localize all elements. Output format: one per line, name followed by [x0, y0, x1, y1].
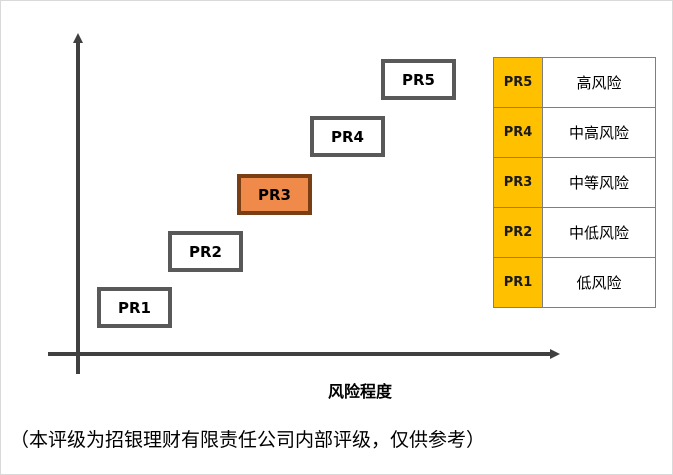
legend-code: PR3: [493, 157, 543, 208]
level-box-pr2: PR2: [168, 231, 243, 272]
legend-row: PR1 低风险: [493, 257, 656, 308]
legend-code: PR2: [493, 207, 543, 258]
risk-legend-table: PR5 高风险 PR4 中高风险 PR3 中等风险 PR2 中低风险 PR1 低…: [493, 57, 656, 308]
legend-risk: 中低风险: [542, 207, 656, 258]
legend-risk: 中等风险: [542, 157, 656, 208]
legend-risk: 高风险: [542, 57, 656, 108]
level-box-label: PR5: [402, 70, 435, 89]
level-box-label: PR1: [118, 298, 151, 317]
legend-code: PR4: [493, 107, 543, 158]
legend-code: PR1: [493, 257, 543, 308]
legend-risk: 低风险: [542, 257, 656, 308]
footnote: （本评级为招银理财有限责任公司内部评级，仅供参考）: [10, 429, 486, 451]
legend-row: PR4 中高风险: [493, 107, 656, 158]
level-box-pr5: PR5: [381, 59, 456, 100]
level-box-label: PR4: [331, 127, 364, 146]
legend-risk: 中高风险: [542, 107, 656, 158]
level-box-pr4: PR4: [310, 116, 385, 157]
legend-code: PR5: [493, 57, 543, 108]
legend-row: PR3 中等风险: [493, 157, 656, 208]
level-box-label: PR3: [258, 185, 291, 204]
level-box-pr1: PR1: [97, 287, 172, 328]
legend-row: PR5 高风险: [493, 57, 656, 108]
x-axis-label: 风险程度: [327, 382, 392, 401]
level-box-pr3: PR3: [237, 174, 312, 215]
level-box-label: PR2: [189, 242, 222, 261]
legend-row: PR2 中低风险: [493, 207, 656, 258]
